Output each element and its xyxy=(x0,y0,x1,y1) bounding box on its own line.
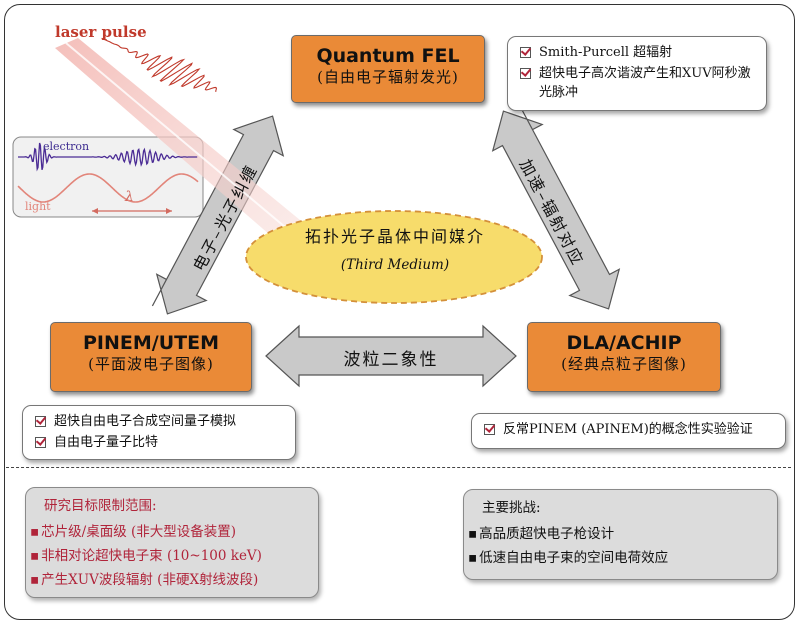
challenges-heading: 主要挑战: xyxy=(482,500,541,516)
center-medium: 拓扑光子晶体中间媒介 (Third Medium) xyxy=(250,226,540,276)
laser-pulse-wave xyxy=(101,37,217,92)
light-label: light xyxy=(25,200,51,213)
challenge-item: 低速自由电子束的空间电荷效应 xyxy=(468,546,777,570)
node-quantum-fel-subtitle: (自由电子辐射发光) xyxy=(317,68,459,86)
light-wave xyxy=(17,173,199,203)
note-item: Smith-Purcell 超辐射 xyxy=(520,43,758,62)
node-pinem-utem: PINEM/UTEM (平面波电子图像) xyxy=(50,322,252,392)
checkbox-icon xyxy=(520,68,531,79)
note-pinem: 超快自由电子合成空间量子模拟 自由电子量子比特 xyxy=(22,405,296,460)
node-dla-achip: DLA/ACHIP (经典点粒子图像) xyxy=(527,322,721,392)
center-subtitle: (Third Medium) xyxy=(340,257,450,273)
note-quantum-fel: Smith-Purcell 超辐射 超快电子高次谐波产生和XUV阿秒激光脉冲 xyxy=(507,36,767,111)
laser-pulse-label: laser pulse xyxy=(55,23,147,41)
lambda-arrow xyxy=(92,208,172,214)
research-scope-panel: 研究目标限制范围: 芯片级/桌面级 (非大型设备装置) 非相对论超快电子束 (1… xyxy=(25,487,319,598)
scope-item: 芯片级/桌面级 (非大型设备装置) xyxy=(30,520,318,544)
scope-item: 产生XUV波段辐射 (非硬X射线波段) xyxy=(30,568,318,592)
arrow-left xyxy=(151,115,285,315)
scope-item: 非相对论超快电子束 (10~100 keV) xyxy=(30,544,318,568)
checkbox-icon xyxy=(35,416,46,427)
arrow-right xyxy=(491,102,621,310)
note-dla: 反常PINEM (APINEM)的概念性实验验证 xyxy=(471,413,786,449)
node-pinem-subtitle: (平面波电子图像) xyxy=(88,355,214,373)
checkbox-icon xyxy=(35,437,46,448)
electron-wavepacket xyxy=(18,142,198,172)
note-item: 超快自由电子合成空间量子模拟 xyxy=(35,412,287,431)
center-title: 拓扑光子晶体中间媒介 xyxy=(304,227,485,246)
laser-beam xyxy=(55,37,300,235)
checkbox-icon xyxy=(520,47,531,58)
arrow-bottom-label: 波粒二象性 xyxy=(343,350,439,370)
arrow-bottom xyxy=(265,324,517,388)
node-dla-subtitle: (经典点粒子图像) xyxy=(561,355,687,373)
challenges-panel: 主要挑战: 高品质超快电子枪设计 低速自由电子束的空间电荷效应 xyxy=(463,489,778,580)
electron-label: electron xyxy=(43,140,90,153)
node-quantum-fel-title: Quantum FEL xyxy=(316,45,460,67)
research-scope-heading: 研究目标限制范围: xyxy=(44,498,157,514)
challenge-item: 高品质超快电子枪设计 xyxy=(468,522,777,546)
node-quantum-fel: Quantum FEL (自由电子辐射发光) xyxy=(291,35,485,103)
center-ellipse xyxy=(245,210,543,304)
section-divider xyxy=(6,467,791,468)
note-item: 反常PINEM (APINEM)的概念性实验验证 xyxy=(484,420,777,439)
note-item: 超快电子高次谐波产生和XUV阿秒激光脉冲 xyxy=(520,64,758,102)
note-item: 自由电子量子比特 xyxy=(35,433,287,452)
node-pinem-title: PINEM/UTEM xyxy=(83,332,219,354)
node-dla-title: DLA/ACHIP xyxy=(566,332,682,354)
wavelength-label: λ xyxy=(125,189,134,205)
checkbox-icon xyxy=(484,424,495,435)
